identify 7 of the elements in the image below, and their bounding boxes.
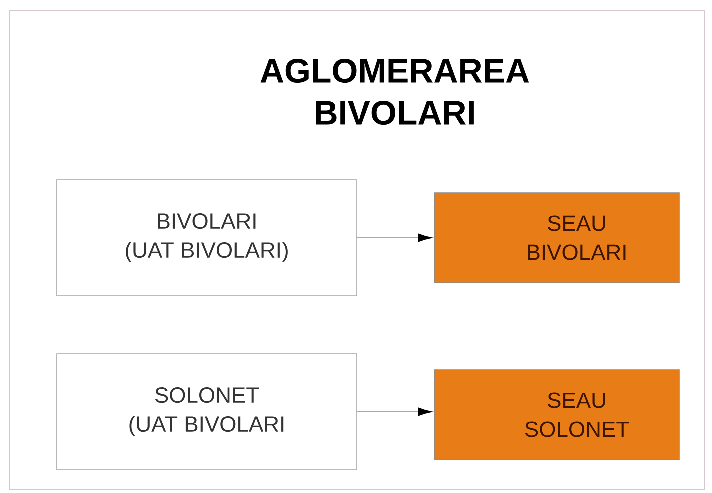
process-box: BIVOLARI (UAT BIVOLARI) [56, 180, 358, 296]
arrow [357, 408, 432, 416]
output-box: SEAU SOLONET [434, 370, 680, 460]
arrow [357, 234, 432, 242]
process-box: SOLONET (UAT BIVOLARI [56, 354, 358, 470]
title: AGLOMERAREA BIVOLARI [260, 58, 530, 126]
output-box: SEAU BIVOLARI [434, 192, 680, 284]
